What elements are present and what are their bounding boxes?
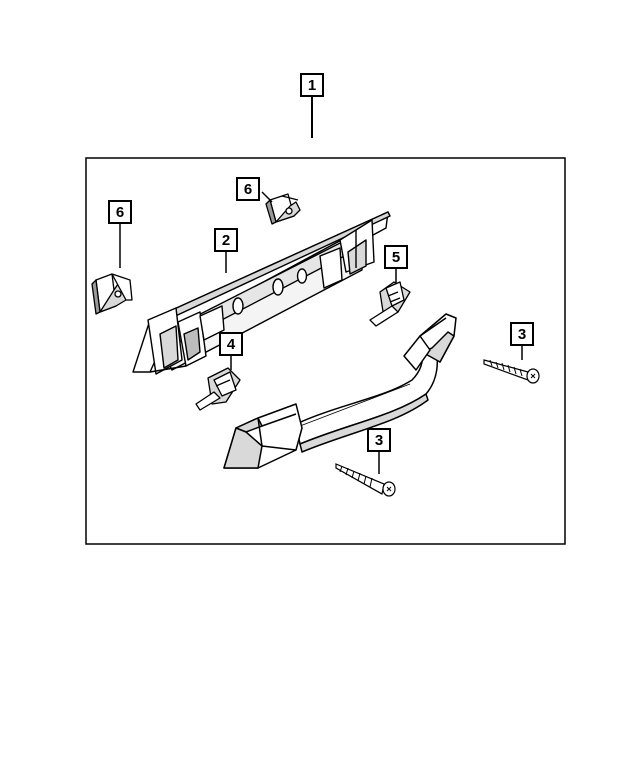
callout-1: 1: [300, 73, 324, 97]
callout-3-right: 3: [510, 322, 534, 346]
clip-left-part: [195, 367, 241, 411]
callout-3-lower: 3: [367, 428, 391, 452]
screw-right-part: [483, 359, 540, 384]
nut-left-part: [91, 273, 133, 315]
callout-4: 4: [219, 332, 243, 356]
grab-handle-part: [223, 313, 457, 469]
assembly-frame: [85, 157, 566, 545]
screw-lower-part: [335, 463, 396, 497]
callout-6-left: 6: [108, 200, 132, 224]
leader-lines: [119, 191, 523, 474]
leader-6-top: [261, 191, 273, 203]
callout-5: 5: [384, 245, 408, 269]
clip-right-part: [369, 281, 411, 327]
callout-2: 2: [214, 228, 238, 252]
bracket-part: [132, 211, 391, 375]
nut-top-part: [265, 193, 301, 225]
callout-6-top: 6: [236, 177, 260, 201]
